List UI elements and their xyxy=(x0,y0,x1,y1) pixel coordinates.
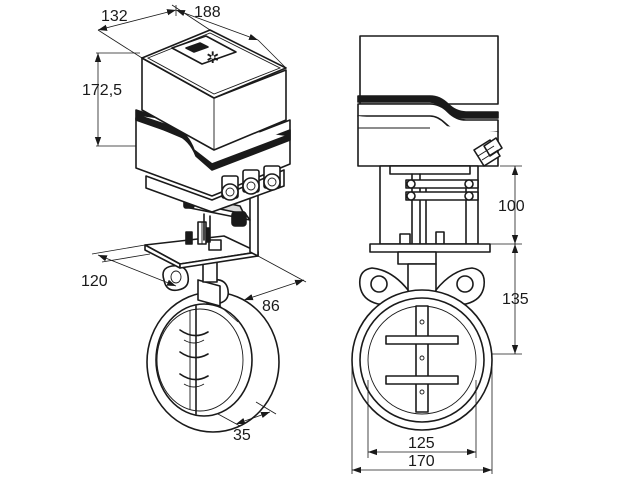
dim-flange-width: 120 xyxy=(81,273,108,290)
iso-dimensions-lower: 120 86 35 xyxy=(81,244,307,444)
dim-actuator-width: 188 xyxy=(194,4,221,21)
isometric-view: ✲ 132 188 172,5 xyxy=(81,4,307,444)
front-valve-body xyxy=(351,289,493,431)
iso-dimensions: 132 188 172,5 xyxy=(82,4,287,147)
iso-indicator-icon: ✲ xyxy=(206,50,219,67)
iso-cable-glands xyxy=(221,165,281,201)
dim-valve-height: 135 xyxy=(502,291,529,308)
front-bracket xyxy=(369,165,491,253)
front-view: 100 135 125 170 xyxy=(351,35,529,474)
dim-body-diameter: 170 xyxy=(408,453,435,470)
iso-actuator: ✲ xyxy=(135,29,291,213)
dim-mount-height: 100 xyxy=(498,198,525,215)
dim-disc-diameter: 125 xyxy=(408,435,435,452)
dim-flange-depth: 86 xyxy=(262,298,280,315)
front-dimensions-right: 100 135 xyxy=(490,165,529,355)
iso-studs xyxy=(185,221,222,251)
dim-actuator-depth: 132 xyxy=(101,8,128,25)
front-cable-gland xyxy=(473,137,503,167)
front-actuator xyxy=(357,35,503,167)
iso-valve-body xyxy=(146,291,280,433)
front-dimensions-bottom: 125 170 xyxy=(351,360,493,474)
dim-body-width: 35 xyxy=(233,427,251,444)
dim-actuator-height: 172,5 xyxy=(82,82,122,99)
